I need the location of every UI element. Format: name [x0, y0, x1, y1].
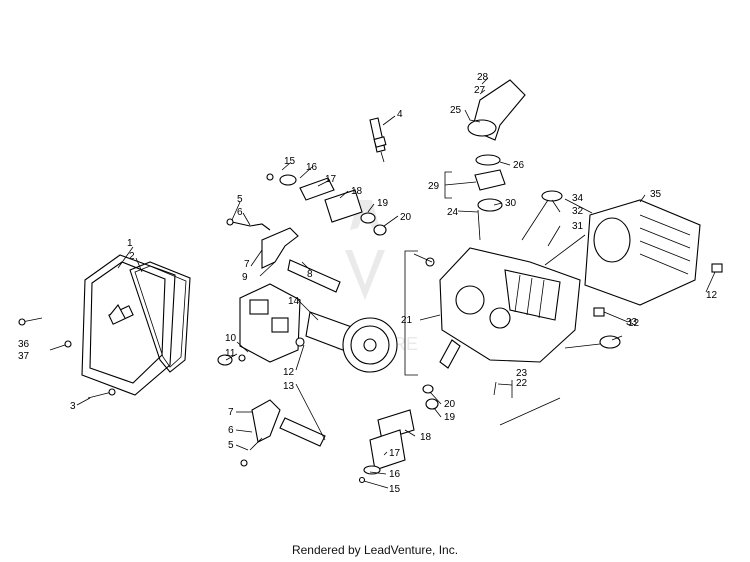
callout-20-upper: 20: [400, 212, 412, 223]
callout-36: 36: [18, 339, 30, 350]
cover-bolt-37: [49, 340, 72, 351]
cylinder: [584, 199, 723, 317]
callout-29: 29: [428, 181, 440, 192]
rocker-arm-upper: [226, 218, 341, 293]
rocker-arm-lower: [240, 399, 326, 467]
callout-22: 22: [516, 378, 528, 389]
callout-1: 1: [127, 238, 133, 249]
callout-3: 3: [70, 401, 76, 412]
camshaft: [305, 311, 398, 373]
callout-18-lower: 18: [420, 432, 432, 443]
callout-28: 28: [477, 72, 489, 83]
callout-27: 27: [474, 85, 486, 96]
callout-15-lower: 15: [389, 484, 401, 495]
callout-17-upper: 17: [325, 174, 337, 185]
callout-35: 35: [650, 189, 662, 200]
callout-17-lower: 17: [389, 448, 401, 459]
callout-5-lower: 5: [228, 440, 234, 451]
valve-train-upper: [266, 173, 387, 236]
callout-12-left: 12: [283, 367, 295, 378]
valve-cover-gasket: [129, 261, 191, 373]
valve-cover: [81, 254, 176, 396]
callout-21: 21: [401, 315, 413, 326]
callout-8: 8: [307, 269, 313, 280]
callout-23: 23: [516, 368, 528, 379]
nut-10: [238, 354, 246, 362]
callout-14: 14: [288, 296, 300, 307]
callout-4: 4: [397, 109, 403, 120]
callout-12-right-top: 12: [706, 290, 718, 301]
callout-11: 11: [225, 348, 236, 359]
callout-7-lower: 7: [228, 407, 234, 418]
callout-2: 2: [129, 251, 135, 262]
callout-18-upper: 18: [351, 186, 363, 197]
callout-6-lower: 6: [228, 425, 234, 436]
leader-lines: [76, 77, 716, 489]
callout-labels: 1 2 3 4 5 6 7 8 9 10 11 12 13 14 15 16 1…: [18, 72, 718, 495]
dowel-23: [493, 381, 497, 396]
washer-11: [217, 354, 233, 366]
callout-33: 33: [626, 317, 638, 328]
valve-train-lower: [358, 384, 439, 484]
callout-19-lower: 19: [444, 412, 456, 423]
callout-10: 10: [225, 333, 237, 344]
callout-12-center: 12: [628, 318, 640, 329]
cover-bolt-36: [18, 317, 43, 326]
callout-32: 32: [572, 206, 584, 217]
callout-16-upper: 16: [306, 162, 318, 173]
callout-13: 13: [283, 381, 295, 392]
valve-exhaust: [564, 335, 621, 349]
rocker-holder: [239, 283, 305, 363]
callout-16-lower: 16: [389, 469, 401, 480]
callout-31: 31: [572, 221, 584, 232]
callout-5-upper: 5: [237, 194, 243, 205]
callout-24: 24: [447, 207, 459, 218]
spark-plug: [369, 117, 387, 163]
callout-7-upper: 7: [244, 259, 250, 270]
callout-20-lower: 20: [444, 399, 456, 410]
callout-25: 25: [450, 105, 462, 116]
callout-9: 9: [242, 272, 248, 283]
callout-34: 34: [572, 193, 584, 204]
cover-bolt-3: [87, 388, 116, 399]
stud-bolt-22: [499, 397, 561, 426]
callout-15-upper: 15: [284, 156, 296, 167]
callout-30: 30: [505, 198, 517, 209]
intake-manifold: [467, 79, 526, 241]
valve-intake: [521, 190, 563, 241]
callout-37: 37: [18, 351, 30, 362]
callout-6-upper: 6: [237, 207, 243, 218]
footer-credit: Rendered by LeadVenture, Inc.: [291, 543, 459, 557]
callout-26: 26: [513, 160, 525, 171]
cylinder-head: [413, 247, 581, 369]
callout-19-upper: 19: [377, 198, 389, 209]
